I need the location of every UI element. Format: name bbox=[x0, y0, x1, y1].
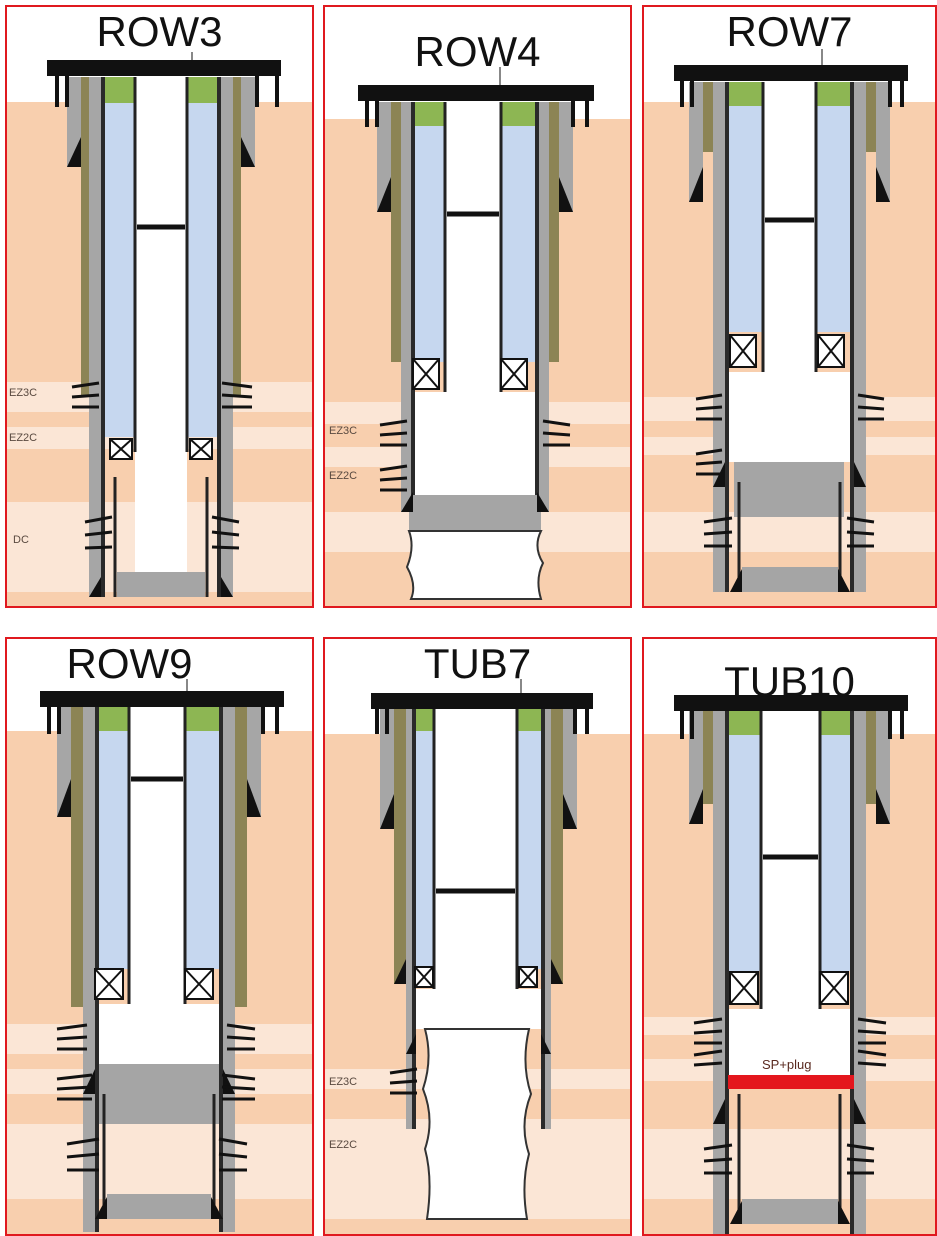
well-schematic-row3 bbox=[7, 52, 312, 606]
casing-shoes bbox=[377, 177, 573, 512]
casing-strings bbox=[380, 709, 577, 1129]
casing-strings bbox=[689, 82, 890, 592]
wellhead bbox=[674, 695, 908, 739]
well-schematic-tub10 bbox=[644, 695, 935, 1234]
well-schematic-tub7 bbox=[325, 679, 630, 1234]
perforations bbox=[379, 419, 571, 492]
perforations bbox=[693, 1017, 887, 1175]
tubing bbox=[99, 707, 219, 1219]
panel-title: ROW3 bbox=[96, 8, 223, 55]
wellhead bbox=[371, 679, 593, 734]
casing-shoes bbox=[689, 789, 890, 1224]
packers bbox=[412, 358, 528, 390]
wellhead bbox=[358, 67, 594, 127]
zone-label: EZ2C bbox=[9, 432, 38, 444]
tubing bbox=[405, 102, 545, 600]
tubing bbox=[113, 77, 209, 597]
well-panel-tub7: TUB7 EZ3C EZ2C bbox=[323, 637, 632, 1236]
annulus bbox=[105, 77, 217, 437]
panel-title: ROW4 bbox=[414, 28, 541, 75]
well-schematic-row7 bbox=[644, 49, 935, 606]
annulus bbox=[415, 102, 535, 362]
plug-annotation: SP+plug bbox=[762, 1057, 812, 1072]
packers bbox=[414, 966, 538, 988]
zone-label: DC bbox=[13, 534, 29, 546]
panel-title: ROW7 bbox=[726, 8, 853, 55]
well-panel-row9: ROW9 bbox=[5, 637, 314, 1236]
packers bbox=[729, 334, 845, 368]
packers bbox=[109, 438, 213, 460]
tubing bbox=[728, 709, 854, 1224]
annulus bbox=[729, 82, 850, 332]
wellhead bbox=[40, 679, 284, 734]
well-panel-row4: ROW4 EZ3C EZ2C bbox=[323, 5, 632, 608]
perforations bbox=[71, 381, 253, 550]
zone-label: EZ2C bbox=[329, 1139, 358, 1151]
perforations bbox=[56, 1023, 256, 1172]
zone-label: EZ3C bbox=[9, 387, 38, 399]
casing-shoes bbox=[689, 167, 890, 592]
perforations bbox=[695, 393, 885, 548]
well-panel-tub10: TUB10 SP+plug bbox=[642, 637, 937, 1236]
well-panel-row7: ROW7 bbox=[642, 5, 937, 608]
annulus bbox=[99, 707, 219, 969]
tubing bbox=[729, 82, 850, 592]
casing-strings bbox=[689, 709, 890, 1234]
casing-shoes bbox=[380, 794, 577, 1054]
zone-label: EZ3C bbox=[329, 1076, 358, 1088]
well-panel-row3: ROW3 EZ3C EZ2C DC bbox=[5, 5, 314, 608]
casing-strings bbox=[377, 102, 573, 512]
panel-title: TUB10 bbox=[724, 658, 855, 705]
wellhead bbox=[674, 49, 908, 107]
panel-title: ROW9 bbox=[66, 640, 193, 687]
annulus bbox=[729, 709, 850, 971]
packers bbox=[94, 968, 214, 1000]
well-schematic-row9 bbox=[7, 679, 312, 1234]
annulus bbox=[416, 709, 541, 969]
perforations bbox=[389, 1067, 418, 1095]
tubing bbox=[416, 709, 541, 1220]
packers bbox=[729, 971, 849, 1005]
casing-strings bbox=[57, 707, 261, 1232]
wellhead bbox=[47, 52, 281, 107]
zone-label: EZ3C bbox=[329, 425, 358, 437]
panel-title: TUB7 bbox=[423, 640, 532, 687]
well-schematic-row4 bbox=[325, 67, 630, 606]
casing-shoes bbox=[67, 137, 255, 597]
zone-label: EZ2C bbox=[329, 470, 358, 482]
